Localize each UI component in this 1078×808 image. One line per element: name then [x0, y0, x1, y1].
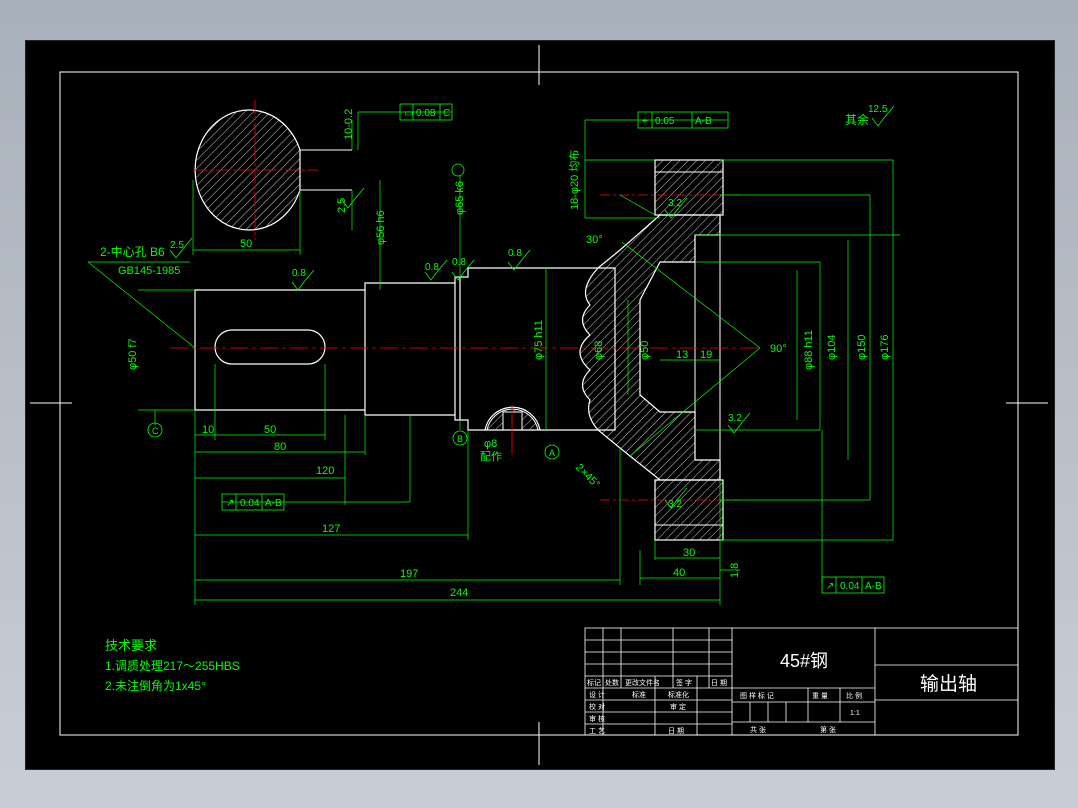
- part-name: 输出轴: [920, 673, 977, 695]
- dimension-lines: [87, 111, 900, 605]
- svg-text:第 张: 第 张: [820, 725, 836, 734]
- svg-text:标准化: 标准化: [668, 690, 689, 699]
- roughness-text: 0.8: [292, 268, 306, 279]
- shaft-outline: [194, 267, 616, 431]
- center-hole-note: 2-中心孔 B6: [100, 244, 165, 259]
- dim-text: 10: [202, 424, 214, 436]
- svg-text:日 期: 日 期: [711, 679, 727, 687]
- svg-text:审 核: 审 核: [589, 714, 605, 723]
- dim-text: 244: [450, 587, 468, 599]
- material-label: 45#钢: [780, 651, 828, 671]
- svg-text:签 字: 签 字: [676, 678, 692, 687]
- tolerance-frames: [147, 103, 885, 594]
- gear-section: [579, 159, 724, 541]
- section-view: [192, 100, 353, 255]
- svg-text:图 样 标 记: 图 样 标 记: [740, 691, 774, 700]
- dim-text: φ88 h11: [803, 330, 815, 370]
- svg-text:▭: ▭: [404, 108, 413, 119]
- svg-text:↗: ↗: [826, 581, 834, 592]
- dim-text: 197: [400, 568, 418, 580]
- svg-text:更改文件名: 更改文件名: [625, 678, 660, 687]
- dim-text: 2×45°: [573, 462, 602, 491]
- rest-roughness-value: 12.5: [868, 104, 888, 115]
- svg-text:设 计: 设 计: [589, 690, 605, 699]
- svg-text:日 期: 日 期: [668, 727, 684, 735]
- tech-req-item: 1.调质处理217～255HBS: [105, 659, 240, 673]
- dim-text: 90°: [770, 343, 787, 355]
- svg-text:A-B: A-B: [695, 116, 712, 127]
- svg-text:C: C: [443, 108, 450, 119]
- dim-text: 10-0.2: [343, 109, 355, 140]
- svg-text:处数: 处数: [605, 678, 619, 687]
- svg-text:共 张: 共 张: [750, 725, 766, 734]
- datum-label: C: [152, 426, 159, 436]
- dim-text: φ8: [484, 438, 497, 450]
- dim-text: φ75 h11: [533, 320, 545, 360]
- dim-text: φ50 f7: [127, 338, 139, 370]
- dim-text: φ150: [856, 335, 868, 361]
- svg-text:0.05: 0.05: [655, 116, 675, 127]
- datum-label: A: [549, 448, 555, 458]
- dim-text: 80: [274, 441, 286, 453]
- roughness-text: 2.5: [170, 240, 184, 251]
- dim-text: φ50: [639, 341, 651, 360]
- roughness-text: 3.2: [728, 413, 742, 424]
- dim-text: 19: [700, 349, 712, 361]
- svg-text:⌖: ⌖: [642, 116, 648, 127]
- svg-text:校 对: 校 对: [589, 702, 605, 711]
- roughness-text: 0.8: [508, 248, 522, 259]
- tech-req-title: 技术要求: [105, 638, 157, 653]
- dim-text: φ68: [593, 341, 605, 360]
- rest-roughness: 其余: [845, 112, 869, 127]
- title-block-text: 标记 处数 更改文件名 签 字 日 期 设 计 标准 标准化 校 对 审 定 审…: [587, 651, 977, 735]
- svg-text:0.04: 0.04: [840, 581, 860, 592]
- dim-text: 13: [676, 349, 688, 361]
- svg-text:标记: 标记: [587, 678, 601, 687]
- dim-text: 1.8: [729, 563, 741, 578]
- dim-text: 18-φ20 均布: [568, 150, 581, 210]
- dim-text: 127: [322, 523, 340, 535]
- dim-text: 2.5: [336, 198, 348, 213]
- roughness-text: 3.2: [668, 198, 682, 209]
- dim-text: φ176: [879, 335, 891, 361]
- datum-label: B: [457, 434, 463, 444]
- dim-text: 120: [316, 465, 334, 477]
- svg-text:A-B: A-B: [265, 498, 282, 509]
- svg-text:↗: ↗: [226, 498, 234, 509]
- svg-text:审 定: 审 定: [670, 702, 686, 711]
- center-hole-std: GB145-1985: [118, 265, 180, 277]
- svg-text:比 例: 比 例: [846, 691, 862, 700]
- tech-req-item: 2.未注倒角为1x45°: [105, 678, 206, 693]
- svg-text:0.04: 0.04: [240, 498, 260, 509]
- dim-text: 40: [673, 567, 685, 579]
- dim-text: 50: [264, 424, 276, 436]
- dim-text: 30°: [586, 234, 603, 246]
- dim-text: 50: [240, 238, 252, 250]
- dim-text: 30: [683, 547, 695, 559]
- svg-text:A-B: A-B: [865, 581, 882, 592]
- roughness-text: 0.8: [425, 262, 439, 273]
- dim-text: φ56 h6: [375, 210, 387, 245]
- svg-text:标准: 标准: [632, 690, 646, 699]
- svg-text:0.08: 0.08: [416, 108, 436, 119]
- svg-text:工 艺: 工 艺: [589, 727, 605, 735]
- title-block: [584, 627, 1019, 736]
- svg-text:1:1: 1:1: [850, 710, 860, 717]
- roughness-symbols: [169, 105, 895, 509]
- roughness-text: 3.2: [668, 499, 682, 510]
- dim-text: φ65 k6: [454, 181, 466, 215]
- svg-text:重 量: 重 量: [812, 692, 828, 700]
- dim-text: 配作: [480, 450, 502, 463]
- dim-text: φ104: [826, 335, 838, 361]
- centering-marks: [30, 45, 1048, 765]
- roughness-text: 0.8: [452, 257, 466, 268]
